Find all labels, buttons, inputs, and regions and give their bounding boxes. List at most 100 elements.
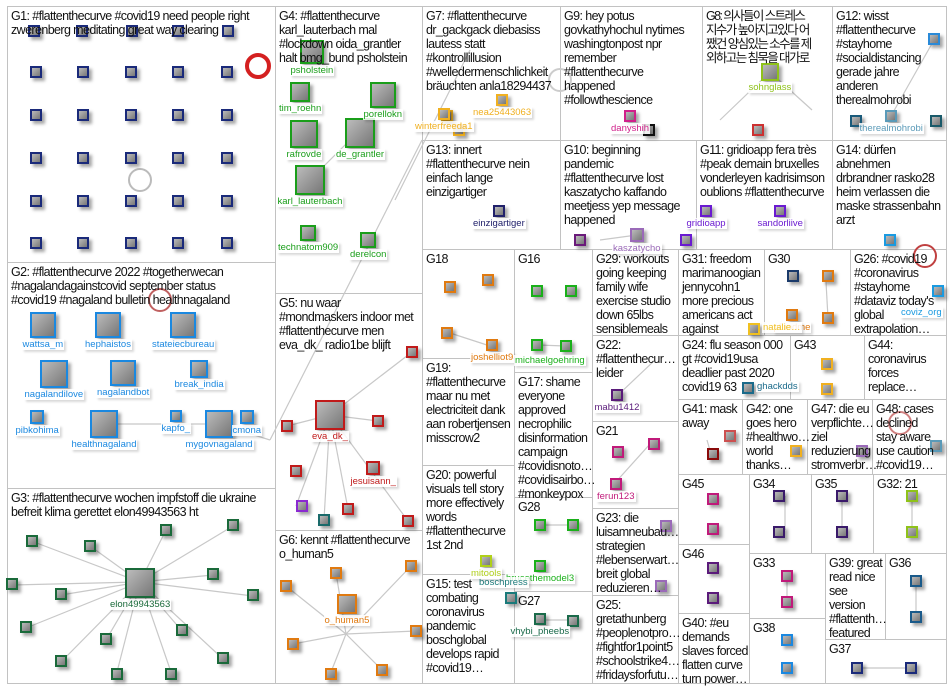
user-node[interactable] (221, 109, 233, 121)
user-node-sandorliive[interactable] (774, 205, 786, 217)
user-node[interactable] (125, 195, 137, 207)
user-node[interactable] (172, 237, 184, 249)
user-node[interactable] (821, 358, 833, 370)
user-node[interactable] (221, 237, 233, 249)
user-node[interactable] (531, 339, 543, 351)
user-node[interactable] (707, 493, 719, 505)
user-node-natalie[interactable] (748, 323, 760, 335)
user-node[interactable] (567, 615, 579, 627)
user-node[interactable] (574, 234, 586, 246)
user-node-gridioapp[interactable] (700, 205, 712, 217)
user-node[interactable] (781, 662, 793, 674)
user-node-sohnglass[interactable] (761, 63, 779, 81)
user-node[interactable] (172, 152, 184, 164)
user-node-kapfo_[interactable] (170, 410, 182, 422)
user-node[interactable] (30, 237, 42, 249)
user-node-danyshih[interactable] (624, 110, 636, 122)
user-node[interactable] (247, 589, 259, 601)
user-node-rafrovde[interactable] (290, 120, 318, 148)
user-node[interactable] (707, 592, 719, 604)
user-node-pfundme[interactable] (786, 309, 798, 321)
user-node[interactable] (910, 575, 922, 587)
user-node-healthnagaland[interactable] (90, 410, 118, 438)
user-node-karl_lauterbach[interactable] (295, 165, 325, 195)
user-node[interactable] (280, 580, 292, 592)
user-node[interactable] (126, 25, 138, 37)
user-node[interactable] (30, 152, 42, 164)
user-node[interactable] (30, 66, 42, 78)
user-node-derelcon[interactable] (360, 232, 376, 248)
user-node-technatom909[interactable] (300, 225, 316, 241)
user-node[interactable] (405, 560, 417, 572)
user-node[interactable] (325, 668, 337, 680)
user-node[interactable] (660, 520, 672, 532)
user-node[interactable] (884, 234, 896, 246)
user-node[interactable] (773, 490, 785, 502)
user-node[interactable] (410, 625, 422, 637)
user-node[interactable] (822, 312, 834, 324)
user-node[interactable] (281, 420, 293, 432)
user-node[interactable] (221, 66, 233, 78)
user-node[interactable] (680, 234, 692, 246)
user-node-wattsa_m[interactable] (30, 312, 56, 338)
user-node[interactable] (482, 274, 494, 286)
user-node-ferun123[interactable] (610, 478, 622, 490)
user-node[interactable] (160, 524, 172, 536)
user-node[interactable] (172, 66, 184, 78)
user-node-kaszatycho[interactable] (630, 228, 644, 242)
user-node[interactable] (372, 415, 384, 427)
user-node[interactable] (707, 562, 719, 574)
user-node[interactable] (172, 195, 184, 207)
user-node[interactable] (444, 281, 456, 293)
user-node[interactable] (217, 652, 229, 664)
user-node[interactable] (76, 25, 88, 37)
user-node[interactable] (821, 383, 833, 395)
user-node-nagalandbot[interactable] (110, 360, 136, 386)
user-node[interactable] (790, 445, 802, 457)
user-node-psholstein[interactable] (300, 40, 324, 64)
user-node[interactable] (77, 195, 89, 207)
user-node[interactable] (172, 109, 184, 121)
user-node[interactable] (910, 611, 922, 623)
user-node[interactable] (77, 66, 89, 78)
user-node[interactable] (287, 638, 299, 650)
user-node-porellokn[interactable] (370, 82, 396, 108)
user-node-o_human5[interactable] (337, 594, 357, 614)
user-node-coviz_org[interactable] (932, 285, 944, 297)
user-node-nagalandilove[interactable] (40, 360, 68, 388)
user-node[interactable] (781, 596, 793, 608)
user-node[interactable] (222, 25, 234, 37)
user-node[interactable] (342, 503, 354, 515)
user-node[interactable] (296, 500, 308, 512)
user-node[interactable] (330, 567, 342, 579)
user-node[interactable] (30, 109, 42, 121)
user-node-michaelgoehring[interactable] (560, 340, 572, 352)
user-node[interactable] (752, 124, 764, 136)
user-node[interactable] (111, 668, 123, 680)
user-node-jesuisann_[interactable] (366, 461, 380, 475)
user-node-vhybi_pheebs[interactable] (534, 613, 546, 625)
user-node-boschpress[interactable] (505, 592, 517, 604)
user-node[interactable] (655, 580, 667, 592)
user-node[interactable] (125, 109, 137, 121)
user-node-break_india[interactable] (190, 360, 208, 378)
user-node-winterfreeda1[interactable] (438, 108, 450, 120)
user-node[interactable] (77, 152, 89, 164)
user-node[interactable] (221, 152, 233, 164)
user-node-cmona[interactable] (240, 410, 254, 424)
user-node[interactable] (567, 519, 579, 531)
user-node-hephaistos[interactable] (95, 312, 121, 338)
user-node[interactable] (207, 568, 219, 580)
user-node[interactable] (648, 438, 660, 450)
user-node[interactable] (856, 445, 868, 457)
user-node[interactable] (318, 514, 330, 526)
user-node[interactable] (125, 152, 137, 164)
user-node[interactable] (165, 668, 177, 680)
user-node-einzigartiger[interactable] (493, 205, 505, 217)
user-node-nea25443063[interactable] (496, 94, 508, 106)
user-node-joshelliot9[interactable] (486, 339, 498, 351)
user-node[interactable] (787, 270, 799, 282)
user-node[interactable] (77, 237, 89, 249)
user-node[interactable] (172, 25, 184, 37)
user-node[interactable] (906, 490, 918, 502)
